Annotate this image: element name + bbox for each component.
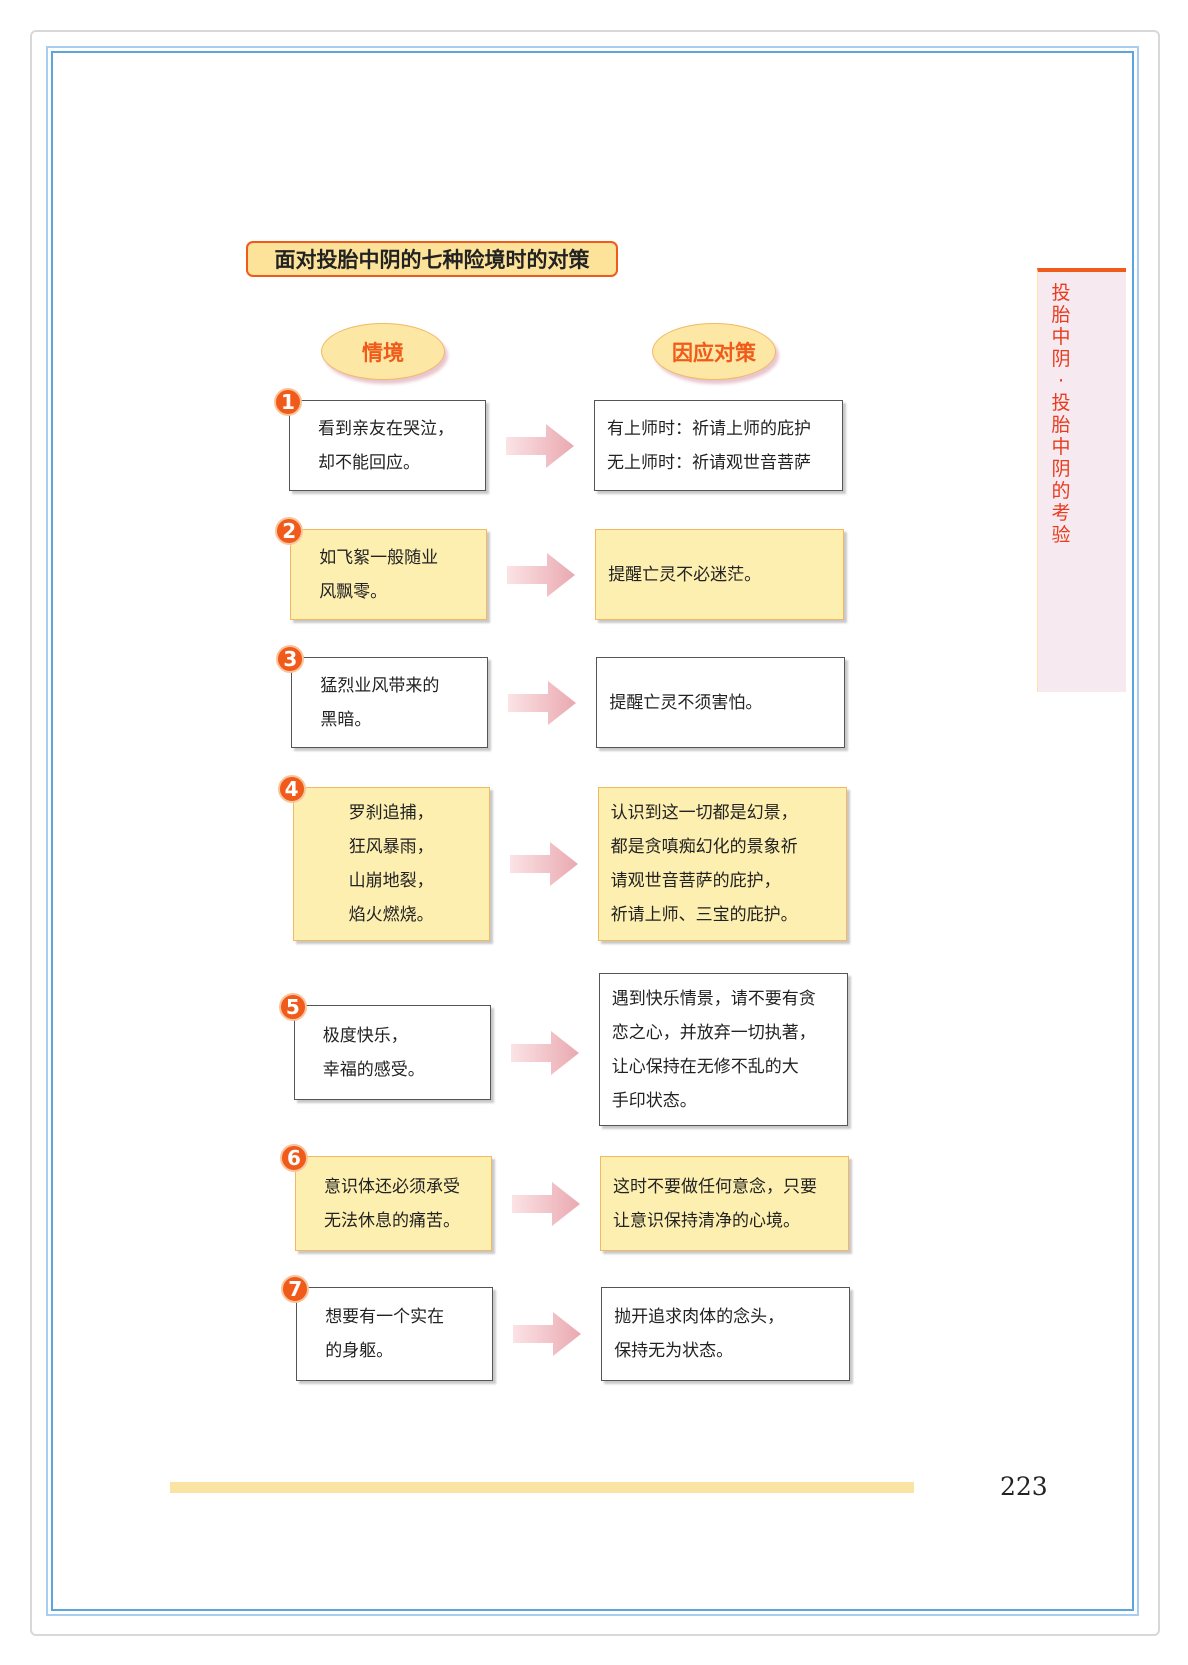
response-box: 有上师时：祈请上师的庇护无上师时：祈请观世音菩萨 [594, 400, 843, 491]
situation-box: 如飞絮一般随业风飘零。 [290, 529, 488, 620]
step-number-badge: 2 [275, 517, 304, 545]
situation-line: 想要有一个实在 [325, 1307, 445, 1327]
section-title: 面对投胎中阴的七种险境时的对策 [246, 241, 618, 277]
step-number-badge: 5 [278, 993, 307, 1021]
situation-line: 却不能回应。 [318, 452, 420, 473]
response-line: 认识到这一切都是幻景， [610, 803, 798, 823]
response-line: 让意识保持清净的心境。 [613, 1210, 800, 1231]
situation-line: 如飞絮一般随业 [319, 547, 439, 568]
response-line: 遇到快乐情景，请不要有贪 [611, 988, 816, 1009]
situation-line: 狂风暴雨， [348, 837, 434, 857]
response-box: 提醒亡灵不须害怕。 [596, 657, 846, 748]
step-number-badge: 6 [280, 1144, 308, 1172]
situation-line: 风飘零。 [319, 581, 388, 602]
arrow-right-icon [512, 1181, 580, 1226]
situation-box: 猛烈业风带来的黑暗。 [291, 657, 489, 748]
response-box: 遇到快乐情景，请不要有贪恋之心，并放弃一切执著， 让心保持在无修不乱的大手印状态。 [598, 973, 848, 1126]
situation-line: 猛烈业风带来的 [320, 675, 440, 696]
response-line: 有上师时：祈请上师的庇护 [607, 418, 811, 439]
response-line: 这时不要做任何意念，只要 [613, 1176, 817, 1197]
response-box: 抛开追求肉体的念头， 保持无为状态。 [601, 1287, 851, 1381]
response-line: 抛开追求肉体的念头， [614, 1307, 785, 1327]
page-outer-frame [30, 30, 1160, 1636]
header-response: 因应对策 [652, 323, 776, 380]
response-line: 恋之心，并放弃一切执著， [611, 1022, 816, 1043]
situation-line: 幸福的感受。 [322, 1059, 425, 1080]
page-blue-border [51, 51, 1134, 1611]
header-situation: 情境 [321, 323, 445, 380]
situation-line: 焰火燃烧。 [348, 905, 434, 925]
response-line: 祈请上师、三宝的庇护。 [610, 905, 798, 925]
situation-line: 无法休息的痛苦。 [324, 1210, 460, 1231]
arrow-right-icon [513, 1312, 582, 1356]
situation-box: 想要有一个实在的身躯。 [296, 1287, 494, 1381]
response-line: 提醒亡灵不须害怕。 [609, 692, 763, 713]
arrow-right-icon [506, 423, 574, 468]
response-box: 这时不要做任何意念，只要让意识保持清净的心境。 [600, 1156, 849, 1251]
situation-line: 的身躯。 [325, 1341, 394, 1361]
step-number-badge: 4 [277, 775, 306, 803]
step-number-badge: 1 [274, 388, 302, 416]
response-line: 让心保持在无修不乱的大 [611, 1056, 799, 1077]
response-line: 手印状态。 [611, 1090, 697, 1111]
step-number-badge: 3 [276, 645, 305, 673]
response-line: 保持无为状态。 [614, 1341, 734, 1361]
page-number: 223 [1000, 1472, 1048, 1501]
response-line: 都是贪嗔痴幻化的景象祈 [610, 837, 798, 857]
situation-box: 极度快乐， 幸福的感受。 [293, 1005, 491, 1100]
response-line: 提醒亡灵不必迷茫。 [608, 564, 762, 585]
situation-line: 意识体还必须承受 [324, 1176, 460, 1197]
step-number-badge: 7 [281, 1275, 310, 1303]
situation-box: 罗刹追捕， 狂风暴雨， 山崩地裂， 焰火燃烧。 [292, 787, 490, 941]
situation-box: 看到亲友在哭泣， 却不能回应。 [289, 400, 486, 491]
situation-box: 意识体还必须承受无法休息的痛苦。 [295, 1156, 492, 1251]
situation-line: 山崩地裂， [348, 871, 434, 891]
chapter-sidebar: 投胎中阴·投胎中阴的考验 [1037, 268, 1126, 692]
footer-bar [170, 1482, 914, 1493]
arrow-right-icon [508, 680, 577, 725]
situation-line: 黑暗。 [320, 709, 372, 730]
chapter-sidebar-text: 投胎中阴·投胎中阴的考验 [1051, 282, 1071, 546]
arrow-right-icon [509, 842, 578, 886]
response-box: 提醒亡灵不必迷茫。 [595, 529, 845, 620]
situation-line: 看到亲友在哭泣， [318, 418, 454, 439]
arrow-right-icon [507, 552, 576, 597]
response-line: 请观世音菩萨的庇护， [610, 871, 781, 891]
response-line: 无上师时：祈请观世音菩萨 [607, 452, 811, 473]
situation-line: 极度快乐， [322, 1025, 408, 1046]
arrow-right-icon [510, 1030, 579, 1075]
response-box: 认识到这一切都是幻景， 都是贪嗔痴幻化的景象祈请观世音菩萨的庇护， 祈请上师、三宝的… [597, 787, 847, 941]
situation-line: 罗刹追捕， [348, 803, 434, 823]
